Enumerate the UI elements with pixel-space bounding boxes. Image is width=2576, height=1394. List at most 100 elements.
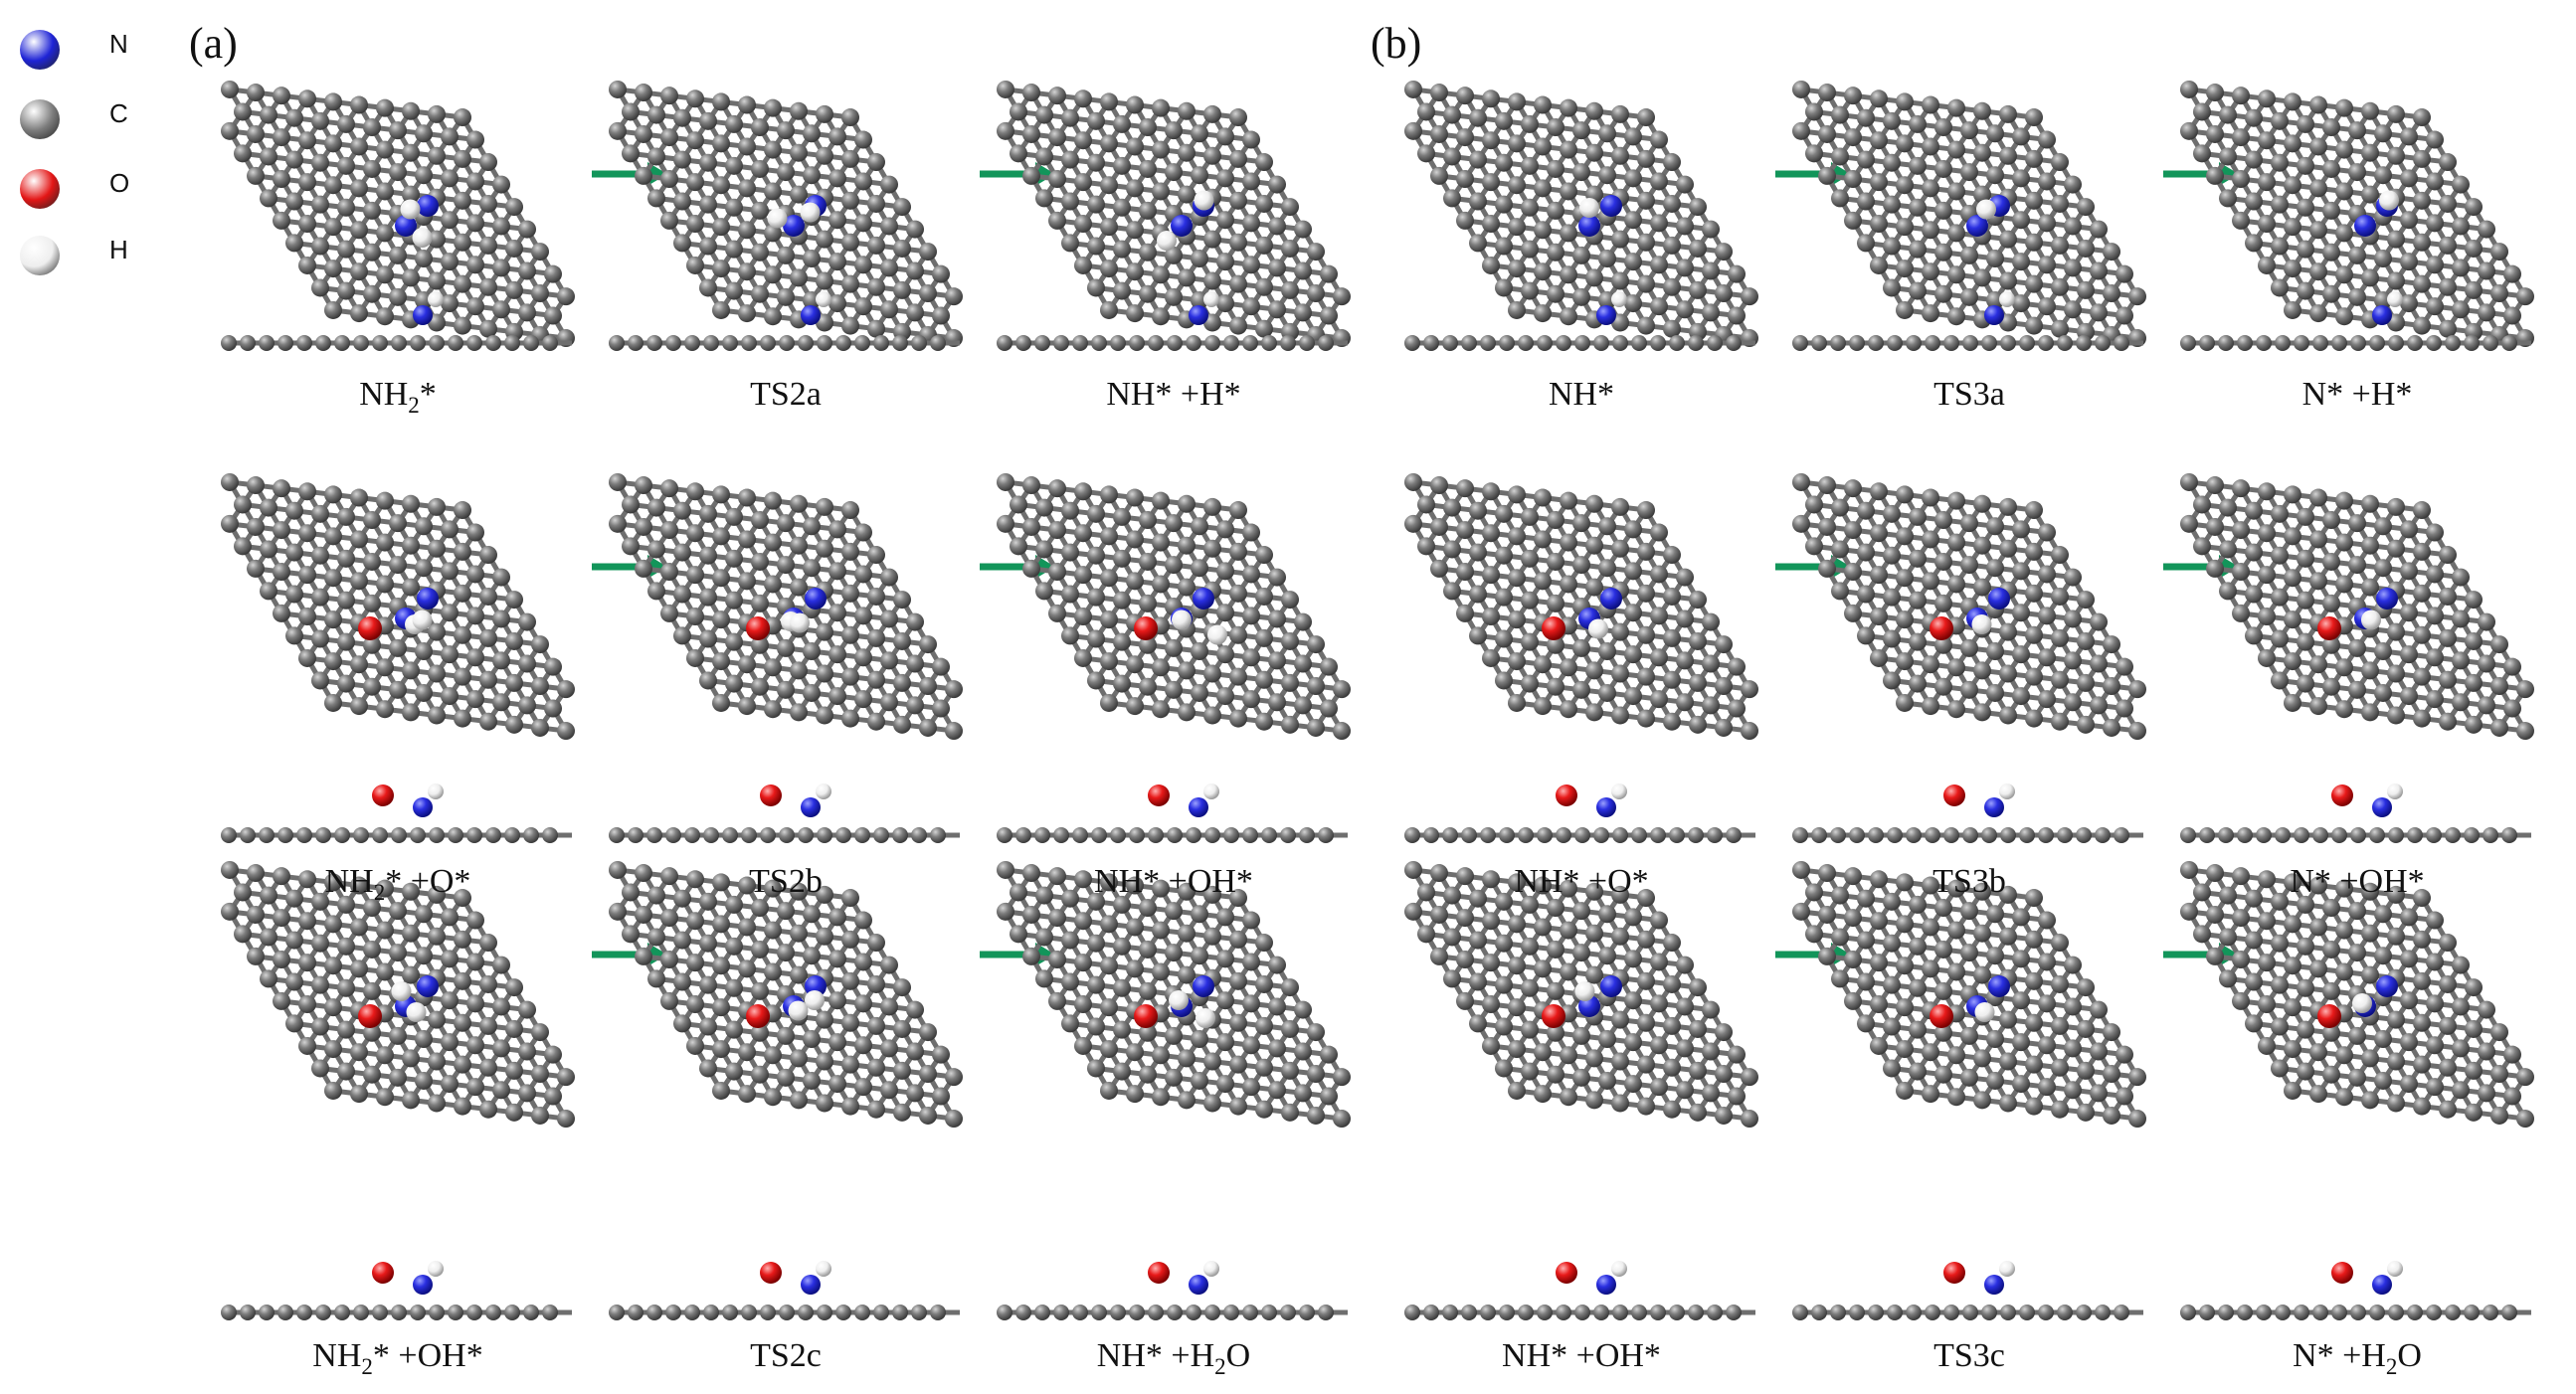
carbon-atom — [1560, 307, 1577, 326]
carbon-atom — [285, 626, 303, 645]
carbon-atom — [1572, 163, 1590, 182]
carbon-atom — [841, 709, 859, 728]
carbon-atom — [764, 533, 782, 552]
adsorbed-nitrogen-atom — [1596, 305, 1616, 325]
carbon-atom — [2038, 130, 2056, 149]
carbon-atom — [867, 194, 885, 213]
carbon-atom — [1229, 191, 1247, 210]
carbon-atom — [260, 886, 277, 905]
carbon-atom — [273, 951, 290, 969]
carbon-atom — [337, 1020, 355, 1039]
carbon-atom — [324, 92, 342, 111]
carbon-atom — [1100, 218, 1118, 237]
carbon-atom — [1792, 80, 1810, 98]
carbon-atom — [429, 1305, 445, 1320]
carbon-atom — [751, 594, 769, 612]
carbon-atom — [376, 1088, 394, 1107]
carbon-atom — [816, 104, 833, 123]
carbon-atom — [376, 98, 394, 117]
carbon-atom — [389, 287, 407, 306]
carbon-atom — [738, 959, 756, 978]
carbon-atom — [779, 335, 795, 351]
carbon-atom — [504, 335, 520, 351]
carbon-atom — [646, 1305, 662, 1320]
carbon-atom — [1281, 631, 1299, 650]
carbon-atom — [660, 951, 678, 969]
top-view-p0-r1-s0 — [221, 472, 575, 741]
carbon-atom — [1268, 217, 1286, 236]
carbon-atom — [1203, 497, 1221, 516]
carbon-atom — [1148, 335, 1164, 351]
carbon-atom — [1999, 146, 2017, 165]
hydrogen-atom — [805, 990, 825, 1010]
carbon-atom — [699, 278, 717, 297]
carbon-atom — [221, 121, 239, 140]
carbon-atom — [1152, 98, 1170, 117]
carbon-atom — [350, 697, 368, 716]
carbon-atom — [1100, 693, 1118, 712]
carbon-atom — [738, 697, 756, 716]
carbon-atom — [221, 80, 239, 98]
carbon-atom — [1229, 542, 1247, 561]
carbon-atom — [1598, 166, 1616, 185]
carbon-atom — [1216, 908, 1234, 927]
carbon-atom — [760, 1305, 776, 1320]
carbon-atom — [751, 940, 769, 958]
carbon-atom — [1087, 153, 1105, 172]
carbon-atom — [1022, 947, 1040, 965]
carbon-atom — [2025, 316, 2043, 335]
carbon-atom — [1726, 335, 1742, 351]
carbon-atom — [1423, 335, 1439, 351]
carbon-atom — [415, 642, 433, 661]
top-view-p0-r2-s1 — [609, 860, 963, 1129]
carbon-atom — [428, 497, 446, 516]
carbon-atom — [1034, 335, 1050, 351]
carbon-atom — [816, 230, 833, 249]
carbon-atom — [1294, 1042, 1312, 1061]
carbon-atom — [647, 105, 665, 124]
carbon-atom — [531, 1106, 549, 1125]
carbon-atom — [479, 712, 497, 731]
carbon-atom — [1100, 176, 1118, 195]
top-view-p0-r0-s0 — [221, 80, 575, 348]
carbon-atom — [247, 559, 265, 578]
carbon-atom — [1624, 294, 1642, 313]
carbon-atom — [391, 1305, 407, 1320]
carbon-atom — [906, 696, 924, 715]
carbon-atom — [764, 962, 782, 981]
carbon-atom — [1281, 673, 1299, 692]
carbon-atom — [867, 670, 885, 689]
carbon-atom — [1417, 102, 1435, 121]
carbon-atom — [247, 124, 265, 143]
carbon-atom — [1430, 84, 1448, 102]
carbon-atom — [790, 882, 808, 901]
carbon-atom — [1139, 981, 1157, 1000]
carbon-atom — [337, 632, 355, 651]
carbon-atom — [1061, 501, 1079, 520]
carbon-atom — [1178, 703, 1196, 722]
carbon-atom — [324, 873, 342, 892]
carbon-atom — [273, 211, 290, 230]
carbon-atom — [1255, 712, 1273, 731]
carbon-atom — [828, 908, 846, 927]
carbon-atom — [1268, 997, 1286, 1016]
carbon-atom — [1035, 189, 1053, 208]
carbon-atom — [1074, 954, 1092, 972]
carbon-atom — [1857, 234, 1875, 253]
carbon-atom — [1702, 220, 1720, 239]
carbon-atom — [1593, 335, 1609, 351]
carbon-atom — [454, 501, 471, 520]
carbon-atom — [609, 472, 627, 491]
carbon-atom — [285, 192, 303, 211]
carbon-atom — [1178, 101, 1196, 120]
carbon-atom — [324, 998, 342, 1017]
carbon-atom — [741, 1305, 757, 1320]
carbon-atom — [1702, 303, 1720, 322]
carbon-atom — [410, 1305, 426, 1320]
carbon-atom — [854, 565, 872, 584]
carbon-atom — [1242, 172, 1260, 191]
carbon-atom — [1152, 533, 1170, 552]
carbon-atom — [777, 121, 795, 140]
carbon-atom — [1223, 1305, 1239, 1320]
carbon-atom — [1469, 108, 1487, 127]
